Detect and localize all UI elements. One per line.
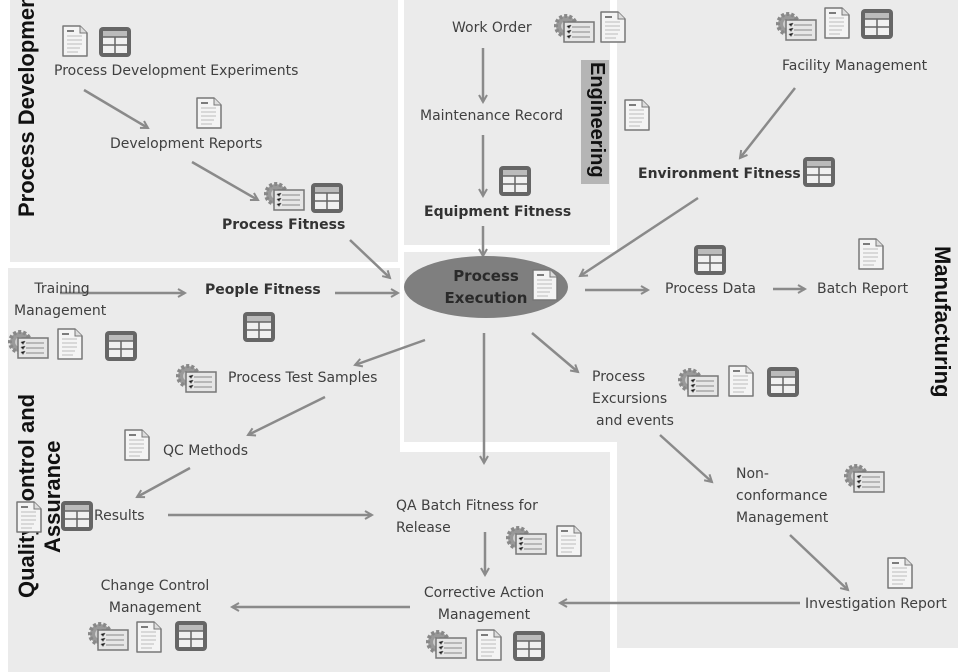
flow-arrow xyxy=(580,196,699,276)
table-icon xyxy=(766,366,799,400)
node-change-control[interactable]: Change Control Management xyxy=(88,575,222,619)
workflow-icon xyxy=(678,366,719,400)
workflow-icon xyxy=(426,628,467,662)
table-icon xyxy=(60,500,93,534)
node-process-excursions[interactable]: Process Excursions and events xyxy=(592,366,674,432)
node-results[interactable]: Results xyxy=(94,508,145,524)
flow-arrow xyxy=(137,466,191,497)
node-process-data[interactable]: Process Data xyxy=(665,281,756,297)
node-nonconformance-management[interactable]: Non- conformance Management xyxy=(736,463,828,529)
cc-line1: Change Control xyxy=(100,578,210,594)
training-line2: Management xyxy=(14,303,107,319)
document-icon xyxy=(60,24,90,58)
capa-line1: Corrective Action xyxy=(423,585,545,601)
excursions-line1: Process xyxy=(592,369,646,385)
node-equipment-fitness[interactable]: Equipment Fitness xyxy=(424,204,572,220)
node-process-development-experiments[interactable]: Process Development Experiments xyxy=(54,63,299,79)
document-icon xyxy=(134,620,164,654)
table-icon xyxy=(310,182,343,216)
execution-line2: Execution xyxy=(444,289,528,307)
section-manufacturing: Manufacturing xyxy=(930,246,955,398)
section-quality-line1: Quality Control and xyxy=(14,393,39,598)
table-icon xyxy=(498,165,531,199)
workflow-icon xyxy=(88,620,129,654)
table-icon xyxy=(104,330,137,364)
document-icon xyxy=(530,268,560,302)
node-people-fitness[interactable]: People Fitness xyxy=(205,282,321,298)
workflow-icon xyxy=(176,362,217,396)
flow-arrow xyxy=(659,434,712,482)
flow-arrow xyxy=(83,88,148,130)
flow-arrow xyxy=(191,160,258,202)
document-icon xyxy=(885,556,915,590)
table-icon xyxy=(98,26,131,60)
node-qa-batch-fitness[interactable]: QA Batch Fitness for Release xyxy=(396,495,538,539)
capa-line2: Management xyxy=(437,607,531,623)
flow-arrow xyxy=(355,338,426,365)
document-icon xyxy=(822,6,852,40)
excursions-line3: and events xyxy=(596,413,674,429)
document-icon xyxy=(622,98,652,132)
document-icon xyxy=(194,96,224,130)
workflow-icon xyxy=(554,12,595,46)
node-development-reports[interactable]: Development Reports xyxy=(110,136,263,152)
flow-arrow xyxy=(789,534,848,590)
flow-arrow xyxy=(740,87,796,158)
node-process-test-samples[interactable]: Process Test Samples xyxy=(228,370,378,386)
nc-line3: Management xyxy=(736,510,829,526)
document-icon xyxy=(856,237,886,271)
section-process-development: Process Development xyxy=(14,0,39,217)
execution-line1: Process xyxy=(453,267,519,285)
node-process-fitness[interactable]: Process Fitness xyxy=(222,217,346,233)
flow-arrow xyxy=(248,395,326,435)
table-icon xyxy=(512,630,545,664)
document-icon xyxy=(122,428,152,462)
nc-line1: Non- xyxy=(736,466,769,482)
document-icon xyxy=(14,500,44,534)
workflow-icon xyxy=(844,462,885,496)
node-investigation-report[interactable]: Investigation Report xyxy=(805,596,947,612)
node-process-execution-label: Process Execution xyxy=(436,265,536,309)
node-batch-report[interactable]: Batch Report xyxy=(817,281,909,297)
section-engineering-label: Engineering xyxy=(586,62,608,178)
cc-line2: Management xyxy=(108,600,202,616)
node-corrective-action[interactable]: Corrective Action Management xyxy=(414,582,554,626)
document-icon xyxy=(598,10,628,44)
section-quality-line2: Assurance xyxy=(40,440,65,553)
node-work-order[interactable]: Work Order xyxy=(452,20,532,36)
table-icon xyxy=(242,311,275,345)
flow-arrow xyxy=(531,332,578,372)
section-engineering xyxy=(581,60,609,184)
node-maintenance-record[interactable]: Maintenance Record xyxy=(420,108,563,124)
node-environment-fitness[interactable]: Environment Fitness xyxy=(638,166,801,182)
panel-manufacturing xyxy=(617,0,958,648)
document-icon xyxy=(474,628,504,662)
document-icon xyxy=(726,364,756,398)
workflow-icon xyxy=(776,10,817,44)
qa-line1: QA Batch Fitness for xyxy=(396,498,538,514)
workflow-icon xyxy=(8,328,49,362)
workflow-icon xyxy=(264,180,305,214)
table-icon xyxy=(693,244,726,278)
process-execution-node[interactable] xyxy=(404,256,568,318)
table-icon xyxy=(174,620,207,654)
qa-line2: Release xyxy=(396,520,451,536)
nc-line2: conformance xyxy=(736,488,828,504)
table-icon xyxy=(860,8,893,42)
workflow-icon xyxy=(506,524,547,558)
node-facility-management[interactable]: Facility Management xyxy=(782,58,928,74)
training-line1: Training xyxy=(34,281,90,297)
flow-arrow xyxy=(349,239,390,278)
node-training-management[interactable]: Training Management xyxy=(14,278,110,322)
table-icon xyxy=(802,156,835,190)
document-icon xyxy=(55,327,85,361)
document-icon xyxy=(554,524,584,558)
excursions-line2: Excursions xyxy=(592,391,668,407)
node-qc-methods[interactable]: QC Methods xyxy=(163,443,249,459)
